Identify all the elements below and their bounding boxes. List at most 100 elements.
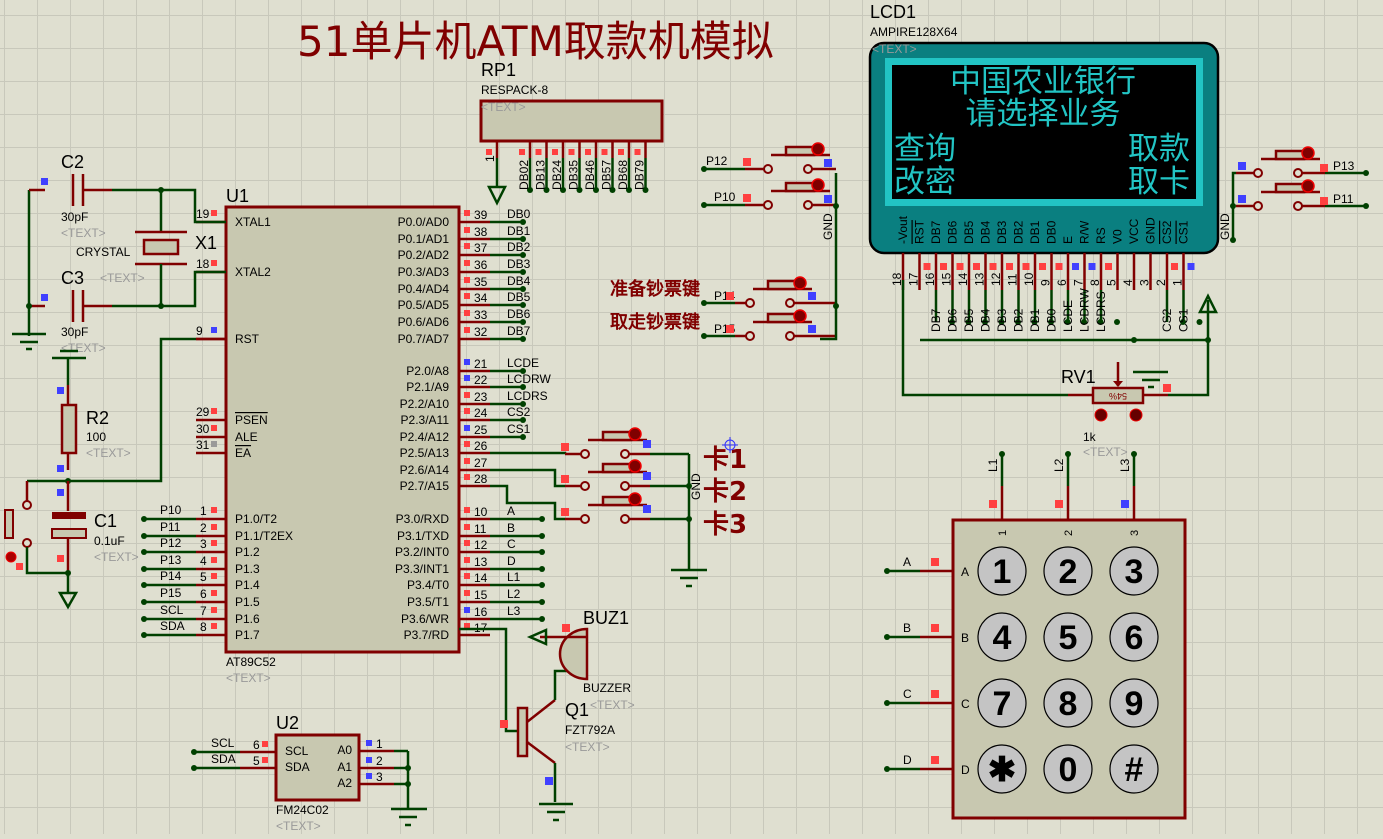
r2-resistor[interactable] <box>60 403 78 455</box>
btn-p12[interactable]: P12 <box>701 142 836 174</box>
keypad-row-A[interactable]: AA <box>884 555 969 579</box>
rp1-pin-DB57[interactable]: DB57 <box>600 141 616 193</box>
rp1-pin-DB13[interactable]: DB13 <box>534 141 550 193</box>
keypad-row-C[interactable]: CC <box>884 687 970 711</box>
rp1-pin-DB35[interactable]: DB35 <box>567 141 583 193</box>
rp1-pin-DB02[interactable]: DB02 <box>517 141 533 193</box>
keypad-col-2[interactable]: L22 <box>1052 451 1075 536</box>
buzzer-body[interactable] <box>558 627 589 681</box>
rp1-pin-DB24[interactable]: DB24 <box>550 141 566 193</box>
rp1-body[interactable] <box>479 99 664 143</box>
key-7[interactable]: 7 <box>977 678 1027 728</box>
u1-microcontroller[interactable]: U1 AT89C52 <TEXT> 19XTAL118XTAL29RST29PS… <box>141 186 551 685</box>
key-5[interactable]: 5 <box>1043 612 1093 662</box>
rp1-pin-DB46[interactable]: DB46 <box>583 141 599 193</box>
key-1[interactable]: 1 <box>977 546 1027 596</box>
lcd1-display[interactable]: LCD1 AMPIRE128X64 <TEXT> 中国农业银行 请选择业务 查询… <box>868 2 1220 332</box>
card-button-3[interactable]: 卡3 <box>490 484 747 540</box>
key-#[interactable]: # <box>1109 744 1159 794</box>
key-8[interactable]: 8 <box>1043 678 1093 728</box>
keypad-row-D[interactable]: DD <box>884 753 970 777</box>
btn-p10[interactable]: P10 <box>701 178 836 210</box>
btn-p11[interactable]: P11 <box>1236 179 1369 211</box>
key-6[interactable]: 6 <box>1109 612 1159 662</box>
key-✱[interactable]: ✱ <box>977 744 1027 794</box>
lcd-pin-5[interactable]: V05 <box>1105 229 1125 290</box>
card-button-2[interactable]: 卡2 <box>490 459 747 507</box>
key-0[interactable]: 0 <box>1043 744 1093 794</box>
u1-body[interactable] <box>224 205 461 654</box>
btn-p13[interactable]: P13 <box>1236 146 1369 178</box>
key-9[interactable]: 9 <box>1109 678 1159 728</box>
key-2[interactable]: 2 <box>1043 546 1093 596</box>
card-button-1[interactable]: 卡1 <box>490 427 747 475</box>
u2-body[interactable] <box>274 733 361 802</box>
key-4[interactable]: 4 <box>977 612 1027 662</box>
rv1-potentiometer[interactable]: 54% RV1 1k <TEXT> <box>901 280 1219 459</box>
key-3[interactable]: 3 <box>1109 546 1159 596</box>
rp1-pin-DB79[interactable]: DB79 <box>633 141 649 193</box>
keypad-col-1[interactable]: L11 <box>986 451 1009 536</box>
keypad-col-3[interactable]: L33 <box>1118 451 1141 536</box>
keypad-row-B[interactable]: BB <box>884 621 969 645</box>
q1-transistor[interactable] <box>516 706 529 758</box>
rp1-pin-DB68[interactable]: DB68 <box>616 141 632 193</box>
